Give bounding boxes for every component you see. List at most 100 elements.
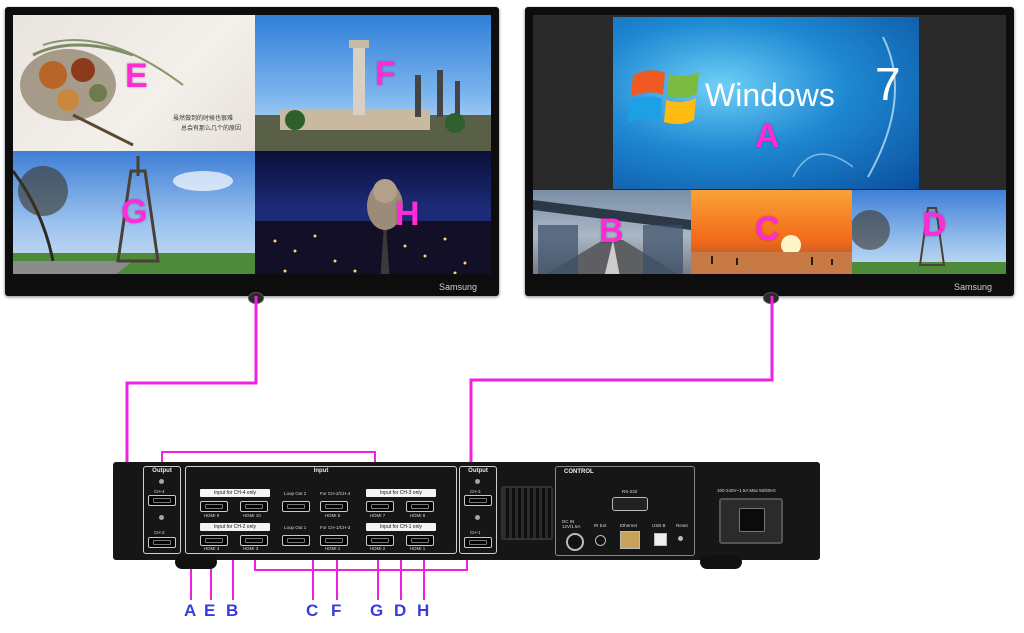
tile-letter-a: A xyxy=(755,117,780,155)
hdmi-top-label-4: HDMI 7 xyxy=(370,513,386,518)
output-left-label: Output xyxy=(152,468,172,474)
ir-ext-port[interactable] xyxy=(595,535,606,546)
hdmi-bottom-label-1: HDMI 4 xyxy=(204,546,220,551)
loop-out-2-label: Loop Out 2 xyxy=(284,491,307,496)
rs232-port[interactable] xyxy=(612,497,648,511)
windows-logo-icon xyxy=(628,70,699,125)
tile-letter-e: E xyxy=(125,57,148,95)
hdmi-3-port[interactable] xyxy=(240,535,268,546)
ir-ext-label: IR Ext xyxy=(594,523,607,528)
windows-version: 7 xyxy=(875,58,901,110)
output-ch3-label: CH-3 xyxy=(470,489,481,494)
tile-e-flowers: E 虽然做到的时候也很难 总会有那么几个的原因 xyxy=(13,15,255,151)
output-left-led-2 xyxy=(159,515,164,520)
hdmi-10-port[interactable] xyxy=(240,501,268,512)
loop-out-1-label: Loop Out 1 xyxy=(284,525,307,530)
tile-d-eiffel: D xyxy=(852,190,1006,274)
loop-out-1-port[interactable] xyxy=(282,535,310,546)
left-monitor-brand: Samsung xyxy=(438,282,477,292)
tile-letter-b: B xyxy=(599,212,624,250)
hdmi-2-port[interactable] xyxy=(366,535,394,546)
hdmi-8-port[interactable] xyxy=(406,501,434,512)
power-inlet[interactable] xyxy=(719,498,783,544)
output-ch1-label: CH-1 xyxy=(470,530,481,535)
hdmi-4-port[interactable] xyxy=(200,535,228,546)
hdmi-7-port[interactable] xyxy=(366,501,394,512)
ethernet-port[interactable] xyxy=(620,531,640,549)
output-ch1-port[interactable] xyxy=(464,537,492,548)
hdmi-bottom-label-2: HDMI 3 xyxy=(243,546,259,551)
right-monitor-screen: Windows 7 A B C xyxy=(533,15,1006,274)
connector-letter-b: B xyxy=(226,601,239,620)
tile-c-sunset: C xyxy=(691,190,852,274)
input-group: Input Input for CH-4 only Loop Out 2 For… xyxy=(185,466,457,554)
power-spec-label: 100-240V~1.5A Max 50/60Hz xyxy=(717,488,776,493)
tile-letter-h: H xyxy=(395,195,420,233)
ethernet-label: Ethernet xyxy=(620,523,638,528)
for-ch1-ch3-label: For CH-1/CH-3 xyxy=(320,525,351,530)
left-monitor-connector xyxy=(248,292,264,304)
output-ch2-port[interactable] xyxy=(148,537,176,548)
connector-letter-a: A xyxy=(184,601,197,620)
tile-e-caption-line1: 虽然做到的时候也很难 xyxy=(173,115,234,122)
hdmi-bottom-label-3: HDMI 1 xyxy=(325,546,341,551)
output-left-led-1 xyxy=(159,479,164,484)
connector-letter-c: C xyxy=(306,601,319,620)
tile-letter-d: D xyxy=(922,206,947,244)
tile-letter-c: C xyxy=(755,210,780,248)
flower-bouquet xyxy=(20,39,184,147)
reset-label: Reset xyxy=(676,523,688,528)
input-ch4-only-label: Input for CH-4 only xyxy=(200,489,270,497)
usb-b-port[interactable] xyxy=(654,533,667,546)
left-monitor-screen: E 虽然做到的时候也很难 总会有那么几个的原因 F xyxy=(13,15,491,274)
input-ch3-only-label: Input for CH-3 only xyxy=(366,489,436,497)
connector-letter-f: F xyxy=(331,601,342,620)
hdmi-bottom-label-4: HDMI 2 xyxy=(370,546,386,551)
device-foot-left xyxy=(175,555,217,569)
power-socket xyxy=(739,508,765,532)
input-ch1-only-label: Input for CH-1 only xyxy=(366,523,436,531)
output-right-label: Output xyxy=(468,468,488,474)
control-label: CONTROL xyxy=(564,469,594,475)
device-foot-right xyxy=(700,555,742,569)
dvi-1-port[interactable] xyxy=(320,535,348,546)
fan-grille xyxy=(501,486,553,540)
reset-button[interactable] xyxy=(678,536,683,541)
windows-wordmark: Windows xyxy=(705,77,835,113)
video-wall-processor: Output CH-4 CH-2 Input Input for CH-4 on… xyxy=(113,462,820,560)
tile-h-night-city: H xyxy=(255,151,491,274)
output-ch3-port[interactable] xyxy=(464,495,492,506)
tile-b-station: B xyxy=(533,190,691,274)
loop-out-2-port[interactable] xyxy=(282,501,310,512)
hdmi-1-port[interactable] xyxy=(406,535,434,546)
hdmi-top-label-1: HDMI 9 xyxy=(204,513,220,518)
rs232-label: RS-232 xyxy=(622,489,638,494)
dc-in-label: DC IN 12V/1.5A xyxy=(562,519,581,529)
hdmi-top-label-3: HDMI 5 xyxy=(325,513,341,518)
tile-letter-g: G xyxy=(121,193,148,231)
connector-letter-e: E xyxy=(204,601,216,620)
dc-in-port[interactable] xyxy=(566,533,584,551)
output-right-led-2 xyxy=(475,515,480,520)
hdmi-bottom-label-5: HDMI 1 xyxy=(410,546,426,551)
tile-g-eiffel: G xyxy=(13,151,255,274)
output-ch4-label: CH-4 xyxy=(154,489,165,494)
output-ch4-port[interactable] xyxy=(148,495,176,506)
dvi-2-port[interactable] xyxy=(320,501,348,512)
input-label: Input xyxy=(313,468,329,474)
usb-b-label: USB B xyxy=(652,523,666,528)
right-monitor-connector xyxy=(763,292,779,304)
left-monitor: E 虽然做到的时候也很难 总会有那么几个的原因 F xyxy=(5,7,499,304)
output-left-group: Output CH-4 CH-2 xyxy=(143,466,181,554)
hdmi-9-port[interactable] xyxy=(200,501,228,512)
tile-f-building: F xyxy=(255,15,491,151)
control-panel: CONTROL RS-232 DC IN 12V/1.5A IR Ext Eth… xyxy=(555,466,695,556)
tile-e-caption-line2: 总会有那么几个的原因 xyxy=(181,125,242,132)
hdmi-top-label-2: HDMI 10 xyxy=(243,513,261,518)
connector-letter-h: H xyxy=(417,601,430,620)
input-ch2-only-label: Input for CH-2 only xyxy=(200,523,270,531)
hdmi-top-label-5: HDMI 8 xyxy=(410,513,426,518)
right-monitor: Windows 7 A B C xyxy=(525,7,1014,304)
for-ch2-ch4-label: For CH-2/CH-4 xyxy=(320,491,351,496)
tile-a-windows: Windows 7 A xyxy=(613,17,919,189)
